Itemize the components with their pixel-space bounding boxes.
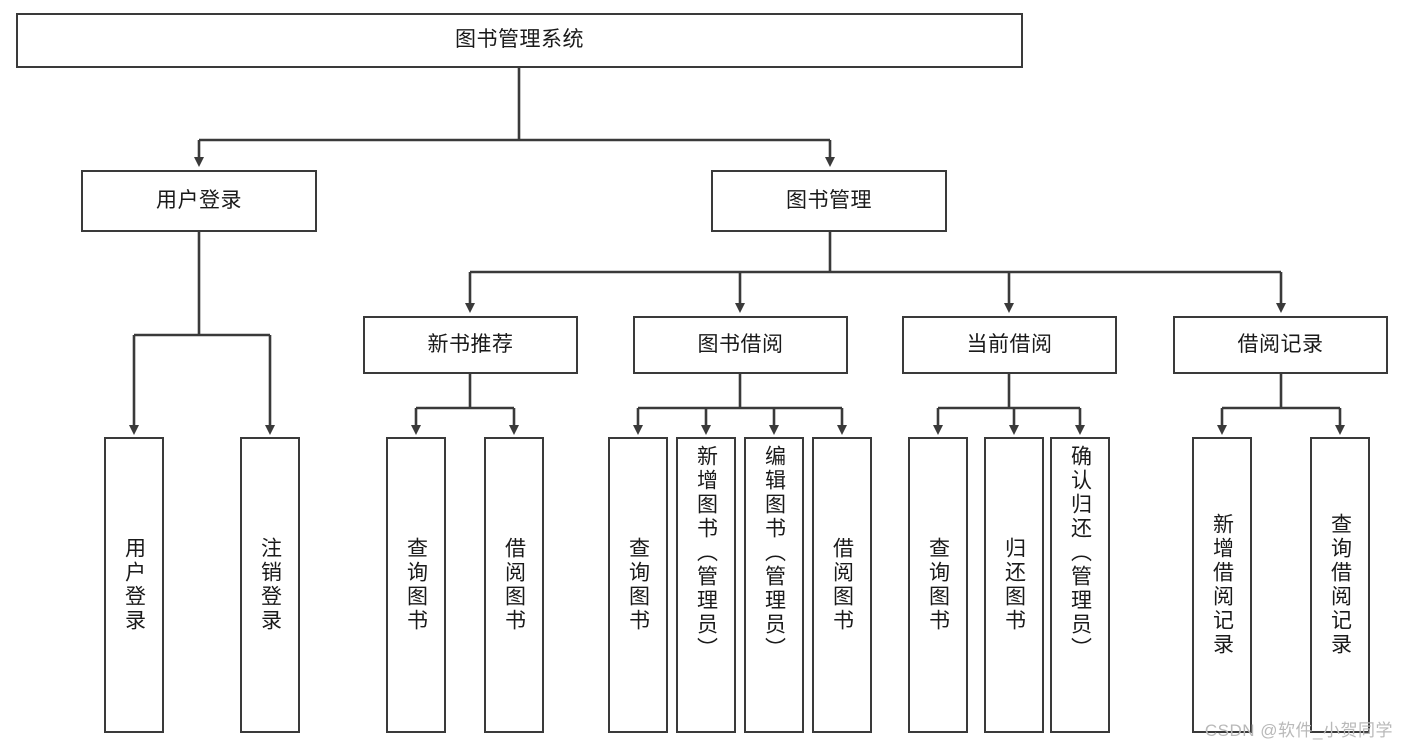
- node-current-borrow-label: 当前借阅: [966, 332, 1053, 356]
- node-user-login[interactable]: 用户登录: [81, 170, 317, 232]
- node-leaf-user-login-label: 用户登录: [122, 537, 146, 633]
- watermark-text: CSDN @软件_小贺同学: [1204, 721, 1393, 740]
- node-book-borrow[interactable]: 图书借阅: [633, 316, 848, 374]
- node-new-book-rec[interactable]: 新书推荐: [363, 316, 578, 374]
- node-book-manage-label: 图书管理: [786, 188, 872, 212]
- node-book-manage[interactable]: 图书管理: [711, 170, 947, 232]
- node-borrow-record[interactable]: 借阅记录: [1173, 316, 1388, 374]
- node-leaf-edit-book-label: 编辑图书（管理员）: [762, 445, 786, 661]
- node-new-book-rec-label: 新书推荐: [427, 332, 514, 356]
- node-leaf-add-record-label: 新增借阅记录: [1210, 513, 1234, 657]
- node-leaf-add-book[interactable]: 新增图书（管理员）: [676, 437, 736, 733]
- node-leaf-borrow-book[interactable]: 借阅图书: [812, 437, 872, 733]
- node-leaf-borrow-book-label: 借阅图书: [830, 537, 854, 633]
- node-borrow-record-label: 借阅记录: [1237, 332, 1324, 356]
- node-leaf-borrow-book-rec-label: 借阅图书: [502, 537, 526, 633]
- node-leaf-add-book-label: 新增图书（管理员）: [694, 445, 718, 661]
- node-root-label: 图书管理系统: [455, 28, 584, 52]
- node-leaf-borrow-book-rec[interactable]: 借阅图书: [484, 437, 544, 733]
- node-current-borrow[interactable]: 当前借阅: [902, 316, 1117, 374]
- node-leaf-query-book-cur[interactable]: 查询图书: [908, 437, 968, 733]
- node-leaf-user-login[interactable]: 用户登录: [104, 437, 164, 733]
- node-leaf-logout[interactable]: 注销登录: [240, 437, 300, 733]
- node-leaf-query-book-label: 查询图书: [626, 537, 650, 633]
- node-leaf-query-book-cur-label: 查询图书: [926, 537, 950, 633]
- node-leaf-edit-book[interactable]: 编辑图书（管理员）: [744, 437, 804, 733]
- node-leaf-query-book[interactable]: 查询图书: [608, 437, 668, 733]
- node-leaf-logout-label: 注销登录: [258, 537, 282, 633]
- node-root[interactable]: 图书管理系统: [16, 13, 1023, 68]
- node-leaf-confirm-return-label: 确认归还（管理员）: [1068, 445, 1092, 661]
- node-leaf-return-book[interactable]: 归还图书: [984, 437, 1044, 733]
- node-book-borrow-label: 图书借阅: [697, 332, 784, 356]
- node-leaf-query-book-rec-label: 查询图书: [404, 537, 428, 633]
- node-user-login-label: 用户登录: [156, 188, 242, 212]
- node-leaf-query-book-rec[interactable]: 查询图书: [386, 437, 446, 733]
- node-leaf-add-record[interactable]: 新增借阅记录: [1192, 437, 1252, 733]
- node-leaf-return-book-label: 归还图书: [1002, 537, 1026, 633]
- node-leaf-confirm-return[interactable]: 确认归还（管理员）: [1050, 437, 1110, 733]
- node-leaf-query-record-label: 查询借阅记录: [1328, 513, 1352, 657]
- node-leaf-query-record[interactable]: 查询借阅记录: [1310, 437, 1370, 733]
